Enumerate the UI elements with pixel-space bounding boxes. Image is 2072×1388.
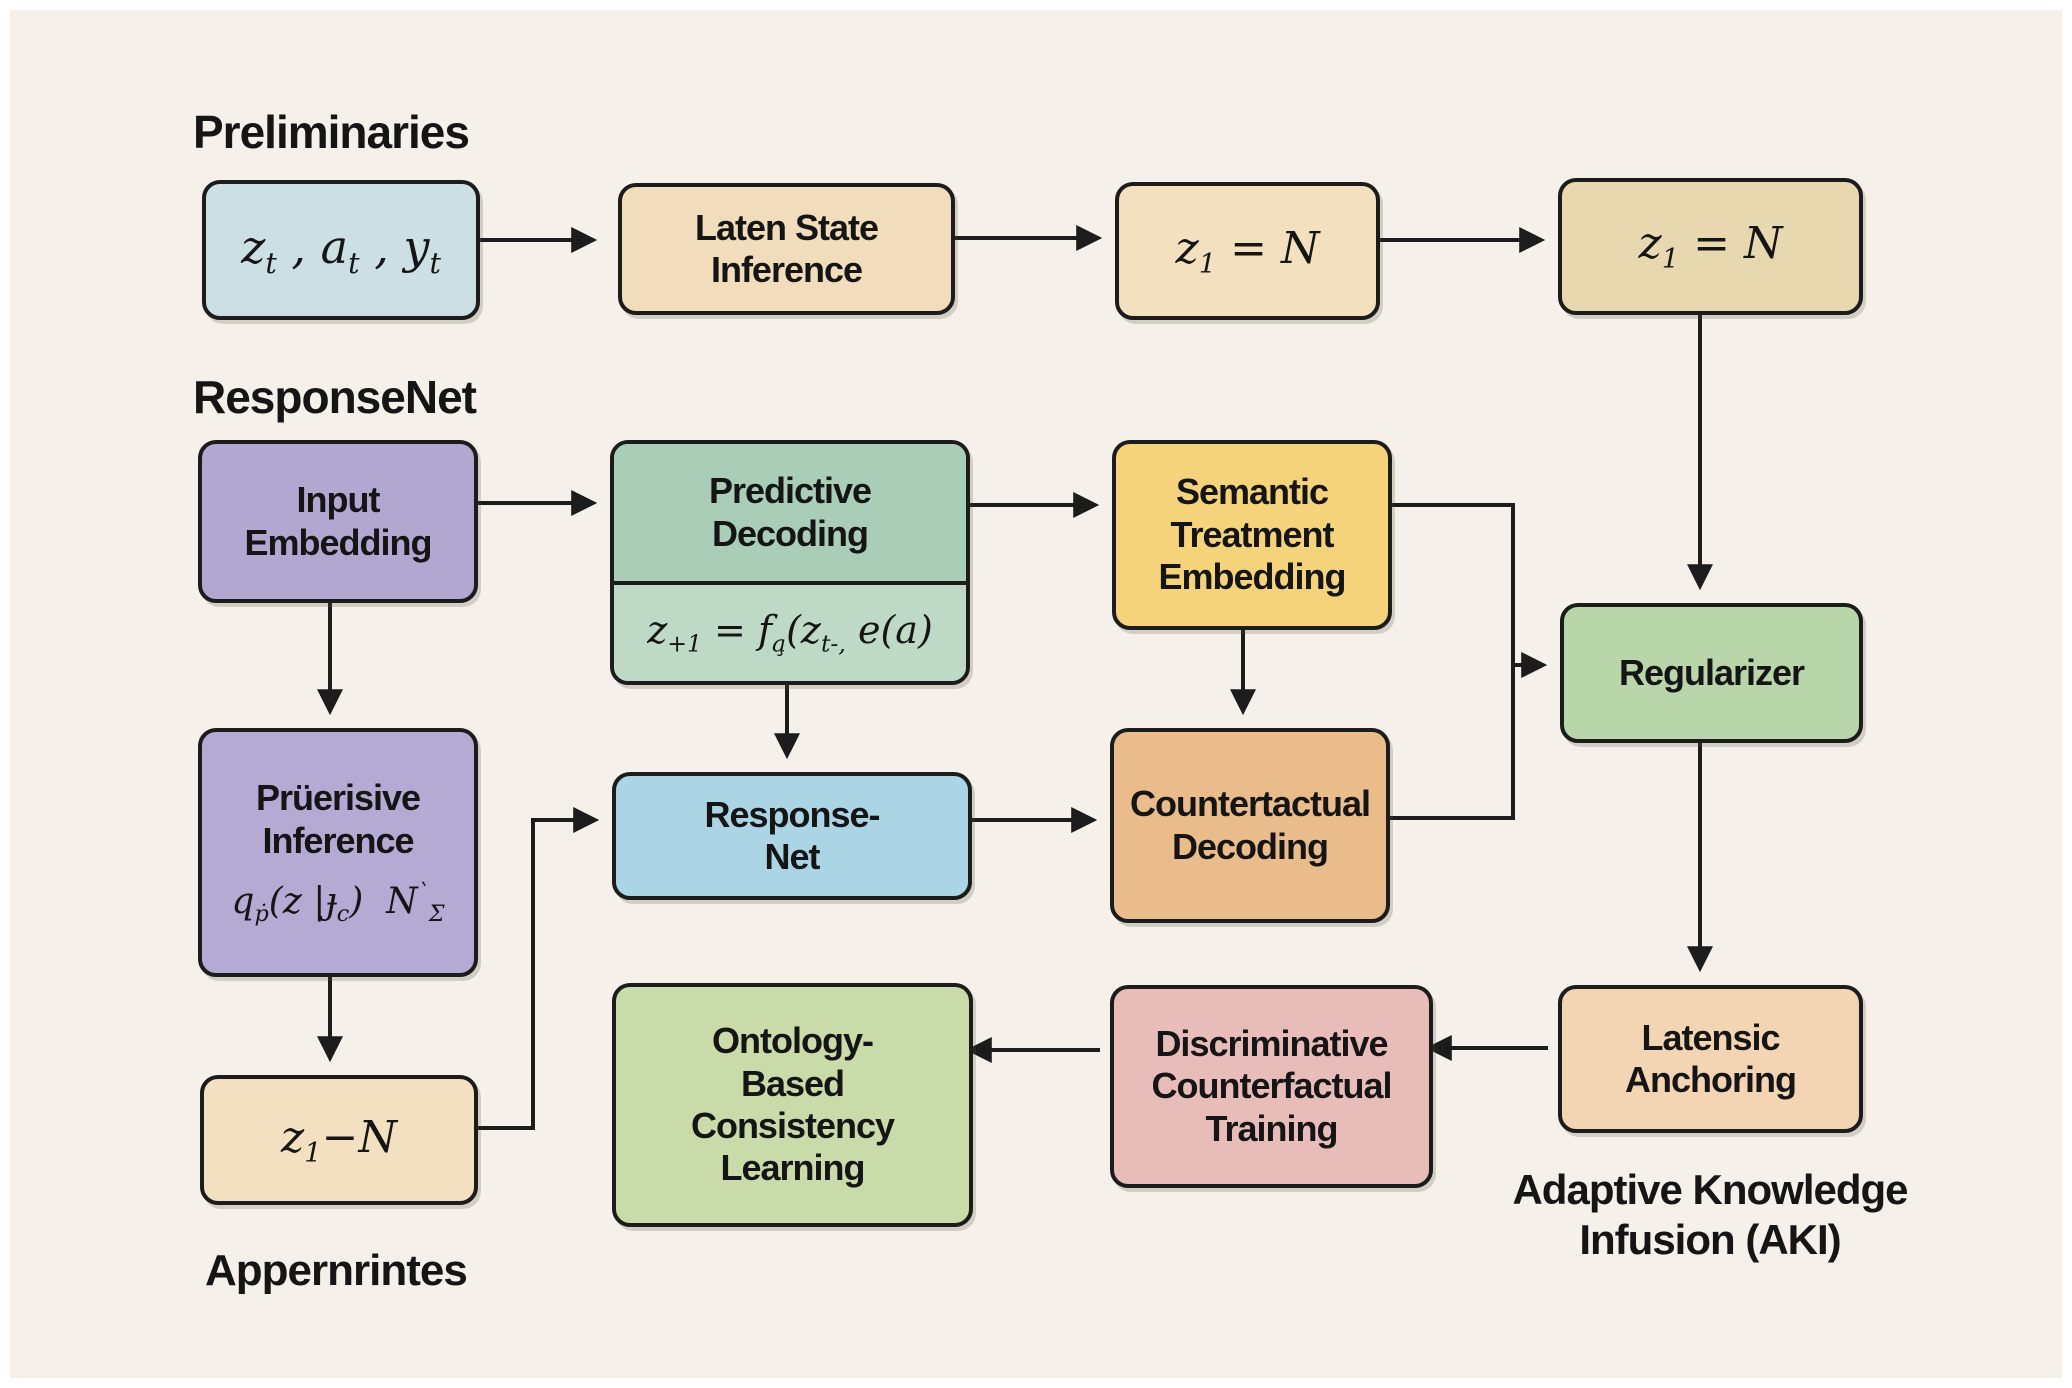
pruerisive-inference-label: Prüerisive Inference [255, 777, 421, 861]
predictive-decoding-label: Predictive Decoding [708, 470, 872, 554]
box-predictive-decoding: Predictive Decoding z+1 = fa̧(zt-, e(a) [610, 440, 970, 685]
box-pruerisive-inference: Prüerisive Inference qṗ(z |ɟc) N`Σ [198, 728, 478, 977]
latensic-anchoring-label: Latensic Anchoring [1625, 1016, 1797, 1100]
pruerisive-inference-formula: qṗ(z |ɟc) N`Σ [231, 880, 445, 928]
section-title-aki: Adaptive Knowledge Infusion (AKI) [1512, 1166, 1908, 1263]
semantic-treatment-embedding-label: Semantic Treatment Embedding [1158, 471, 1347, 598]
section-title-responsenet: ResponseNet [193, 371, 477, 423]
diagram-canvas: Preliminaries ResponseNet Appernrintes A… [10, 10, 2062, 1378]
box-observed-variables: zt , at , yt [202, 180, 480, 320]
box-input-embedding: Input Embedding [198, 440, 478, 603]
box-countertactual-decoding: Countertactual Decoding [1110, 728, 1390, 923]
box-semantic-treatment-embedding: Semantic Treatment Embedding [1112, 440, 1392, 630]
ontology-consistency-learning-label: Ontology- Based Consistency Learning [690, 1020, 895, 1189]
observed-variables-math: zt , at , yt [241, 219, 441, 281]
section-title-appernrintes: Appernrintes [205, 1246, 468, 1295]
z1-equals-n-second-math: z1 = N [1638, 218, 1783, 275]
regularizer-label: Regularizer [1618, 651, 1805, 693]
box-z1-equals-n-second: z1 = N [1558, 178, 1863, 315]
latent-state-inference-label: Laten State Inference [694, 206, 879, 290]
predictive-decoding-formula: z+1 = fa̧(zt-, e(a) [647, 608, 933, 658]
z1-minus-n-math: z1−N [281, 1111, 397, 1169]
predictive-decoding-title-section: Predictive Decoding [614, 444, 966, 581]
box-discriminative-counterfactual-training: Discriminative Counterfactual Training [1110, 985, 1433, 1188]
input-embedding-label: Input Embedding [244, 479, 433, 563]
box-z1-equals-n-first: z1 = N [1115, 182, 1380, 320]
box-ontology-consistency-learning: Ontology- Based Consistency Learning [612, 983, 973, 1227]
box-latensic-anchoring: Latensic Anchoring [1558, 985, 1863, 1133]
predictive-decoding-formula-section: z+1 = fa̧(zt-, e(a) [614, 581, 966, 681]
box-z1-minus-n: z1−N [200, 1075, 478, 1205]
box-response-net: Response- Net [612, 772, 972, 900]
discriminative-counterfactual-training-label: Discriminative Counterfactual Training [1151, 1022, 1392, 1149]
section-title-preliminaries: Preliminaries [193, 106, 470, 158]
z1-equals-n-first-math: z1 = N [1175, 222, 1320, 280]
box-regularizer: Regularizer [1560, 603, 1863, 743]
countertactual-decoding-label: Countertactual Decoding [1129, 783, 1371, 867]
box-latent-state-inference: Laten State Inference [618, 183, 955, 315]
response-net-label: Response- Net [704, 793, 880, 877]
